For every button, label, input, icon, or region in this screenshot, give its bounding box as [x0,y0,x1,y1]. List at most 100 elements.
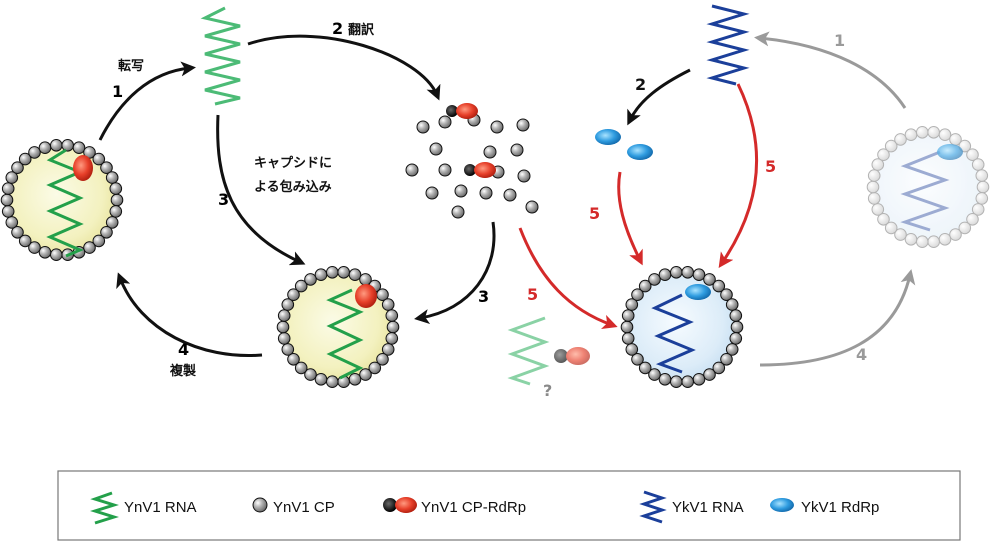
ynv1-rna-icon [507,316,550,386]
step-3-label: 3 [218,190,229,209]
capsid-protein-bead [720,353,733,366]
legend-label: YkV1 RNA [672,499,744,516]
arrow-encapsulation [216,114,306,266]
ynv1-cp-icon [503,188,517,202]
capsid-protein-bead [871,203,885,216]
capsid-protein-bead [966,148,979,161]
capsid-protein-bead [38,141,52,154]
capsid-protein-bead [381,343,395,356]
capsid-protein-bead [50,248,63,261]
capsid-protein-bead [348,373,362,386]
ynv1-cp-rdrp-icon [464,164,476,176]
ynv1-particle-left [0,139,124,261]
encapsulation-label-1: キャプシドに [254,156,332,171]
capsid-protein-bead [625,298,639,311]
capsid-beads [866,126,990,248]
ynv1-cp-icon [429,142,443,156]
step-4-label: 4 [178,340,189,359]
ynv1-rna-icon [326,288,364,380]
capsid-protein-bead [681,375,695,389]
capsid-protein-bead [625,343,639,356]
capsid-protein-bead [304,368,317,381]
capsid-protein-bead [621,309,635,322]
capsid-protein-bead [294,279,308,293]
ynv1-rdrp [474,162,496,178]
capsid-protein-bead [729,309,743,322]
capsid-protein-bead [314,268,328,282]
step-5-label: 5 [527,285,538,304]
transcription-label: 転写 [118,58,144,74]
legend-box [57,470,961,541]
capsid-protein-bead [326,266,339,279]
step-3-label: 3 [478,287,489,306]
ynv1-cp-icon [405,163,419,177]
ykv1-rna-icon [651,293,696,374]
capsid-protein-bead [105,171,119,184]
capsid-protein-bead [658,373,672,386]
ynv1-cp-icon [438,115,452,129]
arrow-gray-4 [759,269,916,367]
legend-label: YnV1 CP-RdRp [421,499,526,516]
capsid-protein-bead [368,361,382,375]
ynv1-rdrp [456,103,478,119]
capsid-protein-bead [304,273,317,286]
capsid-protein-bead [376,353,389,366]
ykv1-rna-icon [900,150,950,232]
capsid-protein-bead [337,266,351,279]
capsid-protein-bead [867,169,881,182]
capsid-protein-bead [386,320,400,334]
ynv1-cp-icon [451,205,465,219]
capsid-protein-bead [631,288,644,302]
capsid-protein-bead [648,368,661,381]
arrow-gray-1 [754,31,907,109]
legend-label: YnV1 CP [273,499,335,516]
capsid-protein-bead [11,226,24,239]
arrow-translation [247,34,441,101]
capsid-protein-bead [28,241,41,254]
ynv1-cp-icon [525,200,539,214]
step-2-label: 2 [635,75,646,94]
ynv1-cp-icon [416,120,430,134]
capsid-protein-bead [276,320,290,334]
capsid-protein-bead [620,320,634,334]
capsid-protein-bead [730,320,744,334]
capsid-protein-bead [916,126,929,139]
ynv1-cp-icon [454,184,468,198]
capsid-protein-bead [100,161,113,174]
arrow-replication [116,272,263,358]
legend: YnV1 RNA YnV1 CP YnV1 CP-RdRp YkV1 RNA Y… [57,470,961,541]
ynv1-cp-icon [517,169,531,183]
capsid-protein-bead [28,146,41,159]
ynv1-cp-icon [252,497,268,513]
capsid-protein-bead [281,343,295,356]
arrow-red-5-from-rna [718,83,759,268]
capsid-beads [620,266,744,389]
capsid-protein-bead [348,268,362,282]
capsid-protein-bead [866,180,880,194]
capsid-protein-bead [648,273,661,286]
ykv1-particle-right [866,126,990,248]
capsid-protein-bead [966,213,979,226]
capsid-protein-bead [110,193,124,207]
capsid-protein-bead [958,221,972,235]
capsid-protein-bead [385,332,399,345]
capsid-protein-bead [294,361,308,375]
ynv1-cp-icon [490,120,504,134]
capsid-protein-bead [105,216,119,229]
capsid-protein-bead [867,192,881,205]
ynv1-cp-icon [425,186,439,200]
encapsulation-label-2: よる包み込み [254,179,332,195]
capsid-protein-bead [638,361,652,375]
capsid-protein-bead [904,233,918,246]
capsid-protein-bead [729,332,743,345]
capsid-protein-bead [658,268,672,282]
capsid-protein-bead [938,128,952,141]
capsid-protein-bead [381,298,395,311]
capsid-protein-bead [976,180,990,194]
ykv1-rna-icon [706,4,750,86]
capsid-protein-bead [287,288,300,302]
capsid-protein-bead [92,152,106,166]
capsid-protein-bead [1,205,15,218]
capsid-protein-bead [621,332,635,345]
arrow-ykv1-translation [627,68,691,126]
